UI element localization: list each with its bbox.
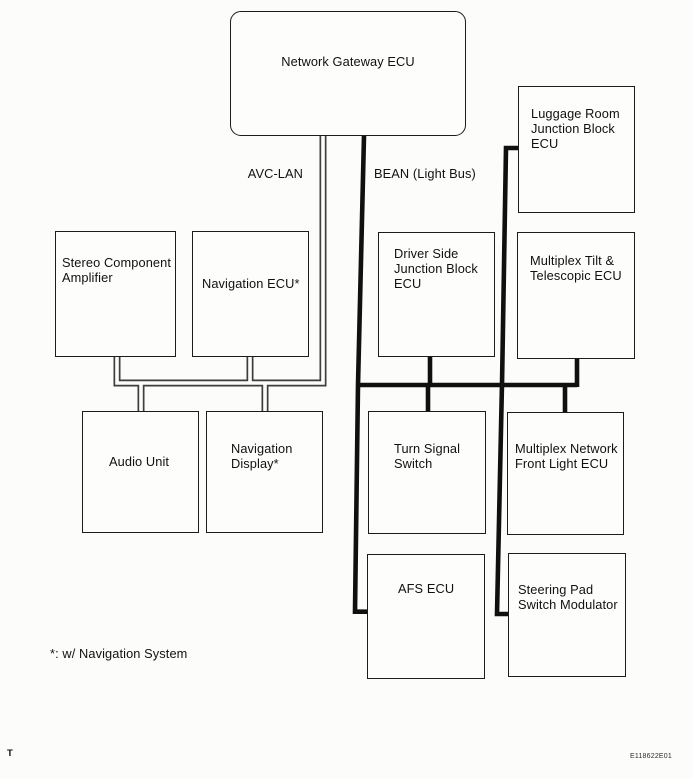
node-afs-ecu: AFS ECU (367, 554, 485, 679)
node-label: Luggage Room Junction Block ECU (531, 106, 620, 151)
node-multiplex-network-front-light-ecu: Multiplex Network Front Light ECU (507, 412, 624, 535)
bean-luggage-branch-path (499, 145, 519, 386)
navigation-system-footnote: *: w/ Navigation System (50, 646, 188, 661)
node-label: Navigation Display* (231, 441, 293, 471)
node-label: Audio Unit (109, 454, 170, 469)
bean-steering-branch-path (494, 382, 510, 617)
page-corner-mark: T (7, 748, 13, 759)
node-label: Driver Side Junction Block ECU (394, 246, 478, 291)
node-multiplex-tilt-telescopic-ecu: Multiplex Tilt & Telescopic ECU (517, 232, 635, 359)
node-label: Network Gateway ECU (281, 54, 415, 69)
node-steering-pad-switch-modulator: Steering Pad Switch Modulator (508, 553, 626, 677)
node-driver-side-junction-block-ecu: Driver Side Junction Block ECU (378, 232, 495, 357)
node-navigation-ecu: Navigation ECU* (192, 231, 309, 357)
node-label: Stereo Component Amplifier (62, 255, 172, 285)
bean-bus-label: BEAN (Light Bus) (374, 166, 476, 181)
node-label: Navigation ECU* (202, 276, 300, 291)
node-label: Turn Signal Switch (394, 441, 461, 471)
node-navigation-display: Navigation Display* (206, 411, 323, 533)
node-luggage-room-junction-block-ecu: Luggage Room Junction Block ECU (518, 86, 635, 213)
bean-trunk-path (352, 135, 369, 614)
node-turn-signal-switch: Turn Signal Switch (368, 411, 486, 534)
node-audio-unit: Audio Unit (82, 411, 199, 533)
node-label: AFS ECU (398, 581, 455, 596)
node-stereo-component-amplifier: Stereo Component Amplifier (55, 231, 176, 357)
figure-code: E118622E01 (630, 753, 672, 760)
node-label: Multiplex Tilt & Telescopic ECU (530, 253, 622, 283)
node-label: Steering Pad Switch Modulator (518, 582, 618, 612)
avc-lan-bus-core (115, 136, 325, 385)
node-label: Multiplex Network Front Light ECU (515, 441, 618, 471)
avc-lan-bus-label: AVC-LAN (247, 166, 303, 181)
node-network-gateway-ecu: Network Gateway ECU (230, 11, 466, 136)
